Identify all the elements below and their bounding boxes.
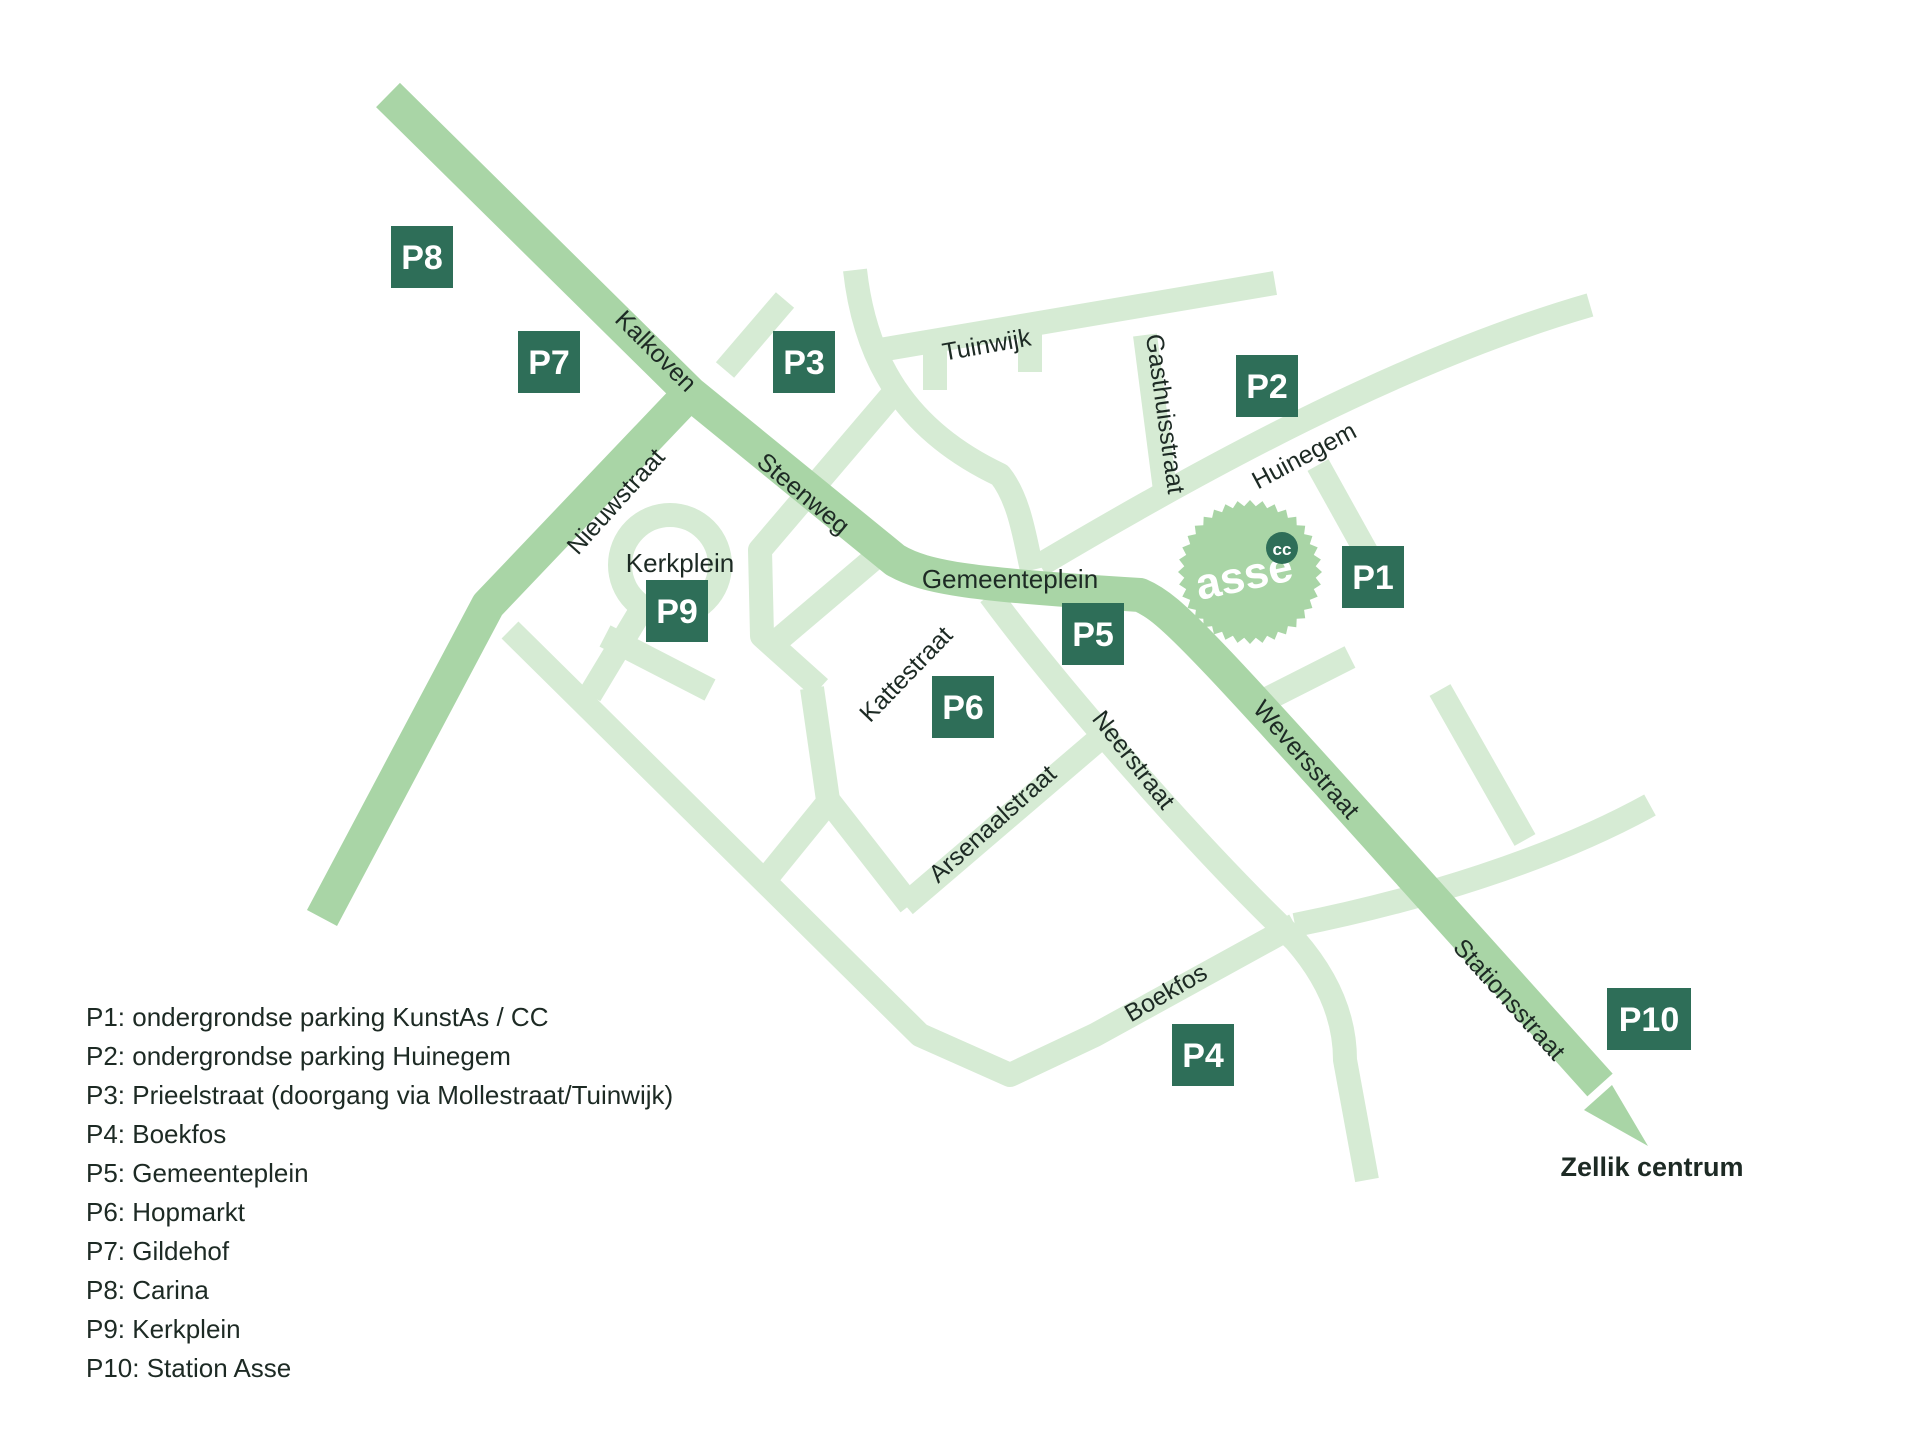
parking-markers: P1 P2 P3 P4 P5 P6 P7 P8 <box>391 226 1691 1086</box>
parking-marker-p2-label: P2 <box>1246 368 1288 406</box>
legend-item: P10: Station Asse <box>86 1353 292 1383</box>
parking-marker-p5[interactable]: P5 <box>1062 603 1124 665</box>
parking-marker-p6[interactable]: P6 <box>932 676 994 738</box>
legend-item: P3: Prieelstraat (doorgang via Mollestra… <box>86 1080 674 1110</box>
legend-item: P4: Boekfos <box>86 1119 227 1149</box>
parking-marker-p3-box <box>773 331 835 393</box>
parking-marker-p2[interactable]: P2 <box>1236 355 1298 417</box>
place-labels: Kerkplein Gemeenteplein Zellik centrum <box>626 548 1744 1182</box>
minor-road-arsenaalstraat <box>897 730 1106 915</box>
minor-road-kattestraat <box>800 686 920 913</box>
street-label-arsenaalstraat: Arsenaalstraat <box>923 760 1062 889</box>
parking-marker-p8-box <box>391 226 453 288</box>
minor-road-east-stub <box>1259 646 1356 711</box>
parking-marker-p6-box <box>932 676 994 738</box>
legend-item: P8: Carina <box>86 1275 209 1305</box>
parking-marker-p10-label: P10 <box>1619 1001 1680 1039</box>
minor-road-huinegem <box>1033 293 1594 576</box>
parking-marker-p8[interactable]: P8 <box>391 226 453 288</box>
minor-road-gasthuisstraat <box>1133 333 1177 492</box>
parking-marker-p1-box <box>1342 546 1404 608</box>
minor-road-west-diagonal <box>748 387 902 697</box>
legend-item: P9: Kerkplein <box>86 1314 241 1344</box>
parking-marker-p4-box <box>1172 1024 1234 1086</box>
minor-roads <box>501 268 1656 1183</box>
minor-road-curve-north <box>843 268 1044 573</box>
minor-road-tuinwijk <box>877 271 1278 362</box>
legend-item: P1: ondergrondse parking KunstAs / CC <box>86 1002 549 1032</box>
street-label-weversstraat: Weversstraat <box>1247 695 1364 824</box>
legend-item: P6: Hopmarkt <box>86 1197 245 1227</box>
main-road-nieuwstraat <box>306 381 703 926</box>
minor-road-southwest-long <box>501 621 1301 1087</box>
place-label-gemeenteplein: Gemeenteplein <box>922 564 1098 594</box>
parking-marker-p5-label: P5 <box>1072 616 1114 654</box>
parking-marker-p1-label: P1 <box>1352 559 1394 597</box>
parking-marker-p5-box <box>1062 603 1124 665</box>
minor-road-neerstraat <box>980 587 1379 1183</box>
minor-road-east-branch <box>1429 684 1536 846</box>
minor-road-link-southwest <box>755 792 840 888</box>
street-label-neerstraat: Neerstraat <box>1086 705 1180 814</box>
minor-road-kerkplein-south <box>579 605 651 702</box>
parking-legend: P1: ondergrondse parking KunstAs / CC P2… <box>86 998 673 1388</box>
legend-item: P5: Gemeenteplein <box>86 1158 309 1188</box>
legend-item: P7: Gildehof <box>86 1236 230 1266</box>
minor-road-kerkplein-north <box>715 292 795 378</box>
legend-item: P2: ondergrondse parking Huinegem <box>86 1041 511 1071</box>
street-label-boekfos: Boekfos <box>1120 958 1212 1027</box>
asse-cc-logo-badge: asse cc <box>1178 500 1322 644</box>
parking-marker-p9-box <box>646 580 708 642</box>
parking-marker-p7-box <box>518 331 580 393</box>
parking-marker-p4-label: P4 <box>1182 1037 1224 1075</box>
parking-marker-p2-box <box>1236 355 1298 417</box>
parking-marker-p6-label: P6 <box>942 689 984 727</box>
parking-marker-p3[interactable]: P3 <box>773 331 835 393</box>
logo-cc-text: cc <box>1273 540 1292 559</box>
parking-marker-p9-label: P9 <box>656 593 698 631</box>
parking-marker-p7[interactable]: P7 <box>518 331 580 393</box>
logo-cc-circle <box>1266 532 1298 564</box>
parking-marker-p10-box <box>1607 988 1691 1050</box>
parking-marker-p9[interactable]: P9 <box>646 580 708 642</box>
main-road-kalkoven-steenweg-weversstraat <box>376 82 1613 1097</box>
parking-marker-p3-label: P3 <box>783 344 825 382</box>
parking-marker-p1[interactable]: P1 <box>1342 546 1404 608</box>
minor-road-huinegem-branch <box>1307 459 1379 561</box>
street-label-kalkoven: Kalkoven <box>609 305 702 398</box>
parking-marker-p7-label: P7 <box>528 344 570 382</box>
parking-marker-p4[interactable]: P4 <box>1172 1024 1234 1086</box>
main-roads <box>306 82 1648 1146</box>
place-label-kerkplein: Kerkplein <box>626 548 734 578</box>
parking-marker-p8-label: P8 <box>401 239 443 277</box>
parking-marker-p10[interactable]: P10 <box>1607 988 1691 1050</box>
direction-arrow-icon <box>1584 1085 1648 1146</box>
minor-road-east <box>1292 794 1656 937</box>
destination-label: Zellik centrum <box>1560 1152 1743 1182</box>
street-label-stationsstraat: Stationsstraat <box>1447 933 1570 1065</box>
